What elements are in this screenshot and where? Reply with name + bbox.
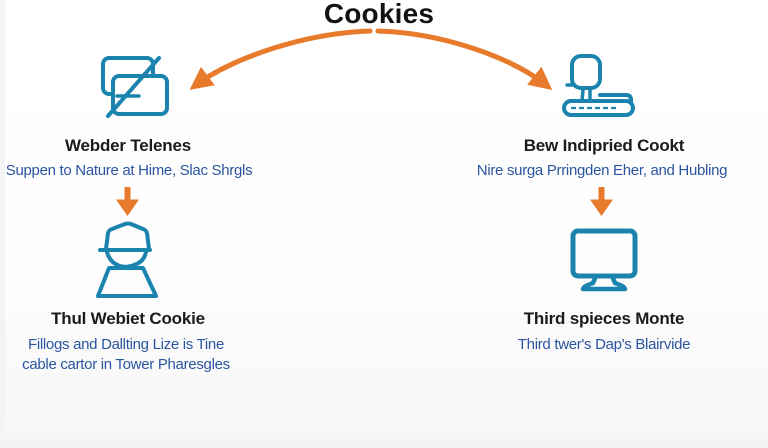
person-icon — [90, 220, 166, 298]
page-title: Cookies — [323, 0, 435, 29]
left-bottom-heading: Thul Webiet Cookie — [51, 309, 205, 328]
left-bottom-subtitle-line2: cable cartor in Tower Pharesgles — [22, 356, 230, 373]
right-bottom-subtitle: Third twer's Dap's Blairvide — [517, 336, 691, 353]
left-top-subtitle: Suppen to Nature at Hime, Slac Shrgls — [5, 162, 253, 179]
left-edge-shadow — [0, 0, 5, 432]
left-top-heading: Webder Telenes — [64, 136, 191, 155]
left-bottom-subtitle: Fillogs and Dallting Lize is Tine cable … — [0, 335, 252, 375]
person-at-laptop-icon — [556, 50, 641, 122]
overlapping-cards-icon — [96, 55, 174, 119]
curved-arrow-right-icon — [375, 28, 553, 91]
left-bottom-subtitle-line1: Fillogs and Dallting Lize is Tine — [27, 336, 225, 353]
down-arrow-left-icon — [114, 187, 141, 216]
monitor-icon — [568, 228, 640, 294]
right-top-subtitle: Nire surga Prringden Eher, and Hubling — [476, 162, 728, 179]
curved-arrow-left-icon — [189, 28, 373, 90]
right-top-heading: Bew Indipried Cookt — [523, 136, 685, 155]
down-arrow-right-icon — [588, 187, 615, 216]
right-bottom-heading: Third spieces Monte — [523, 309, 685, 328]
